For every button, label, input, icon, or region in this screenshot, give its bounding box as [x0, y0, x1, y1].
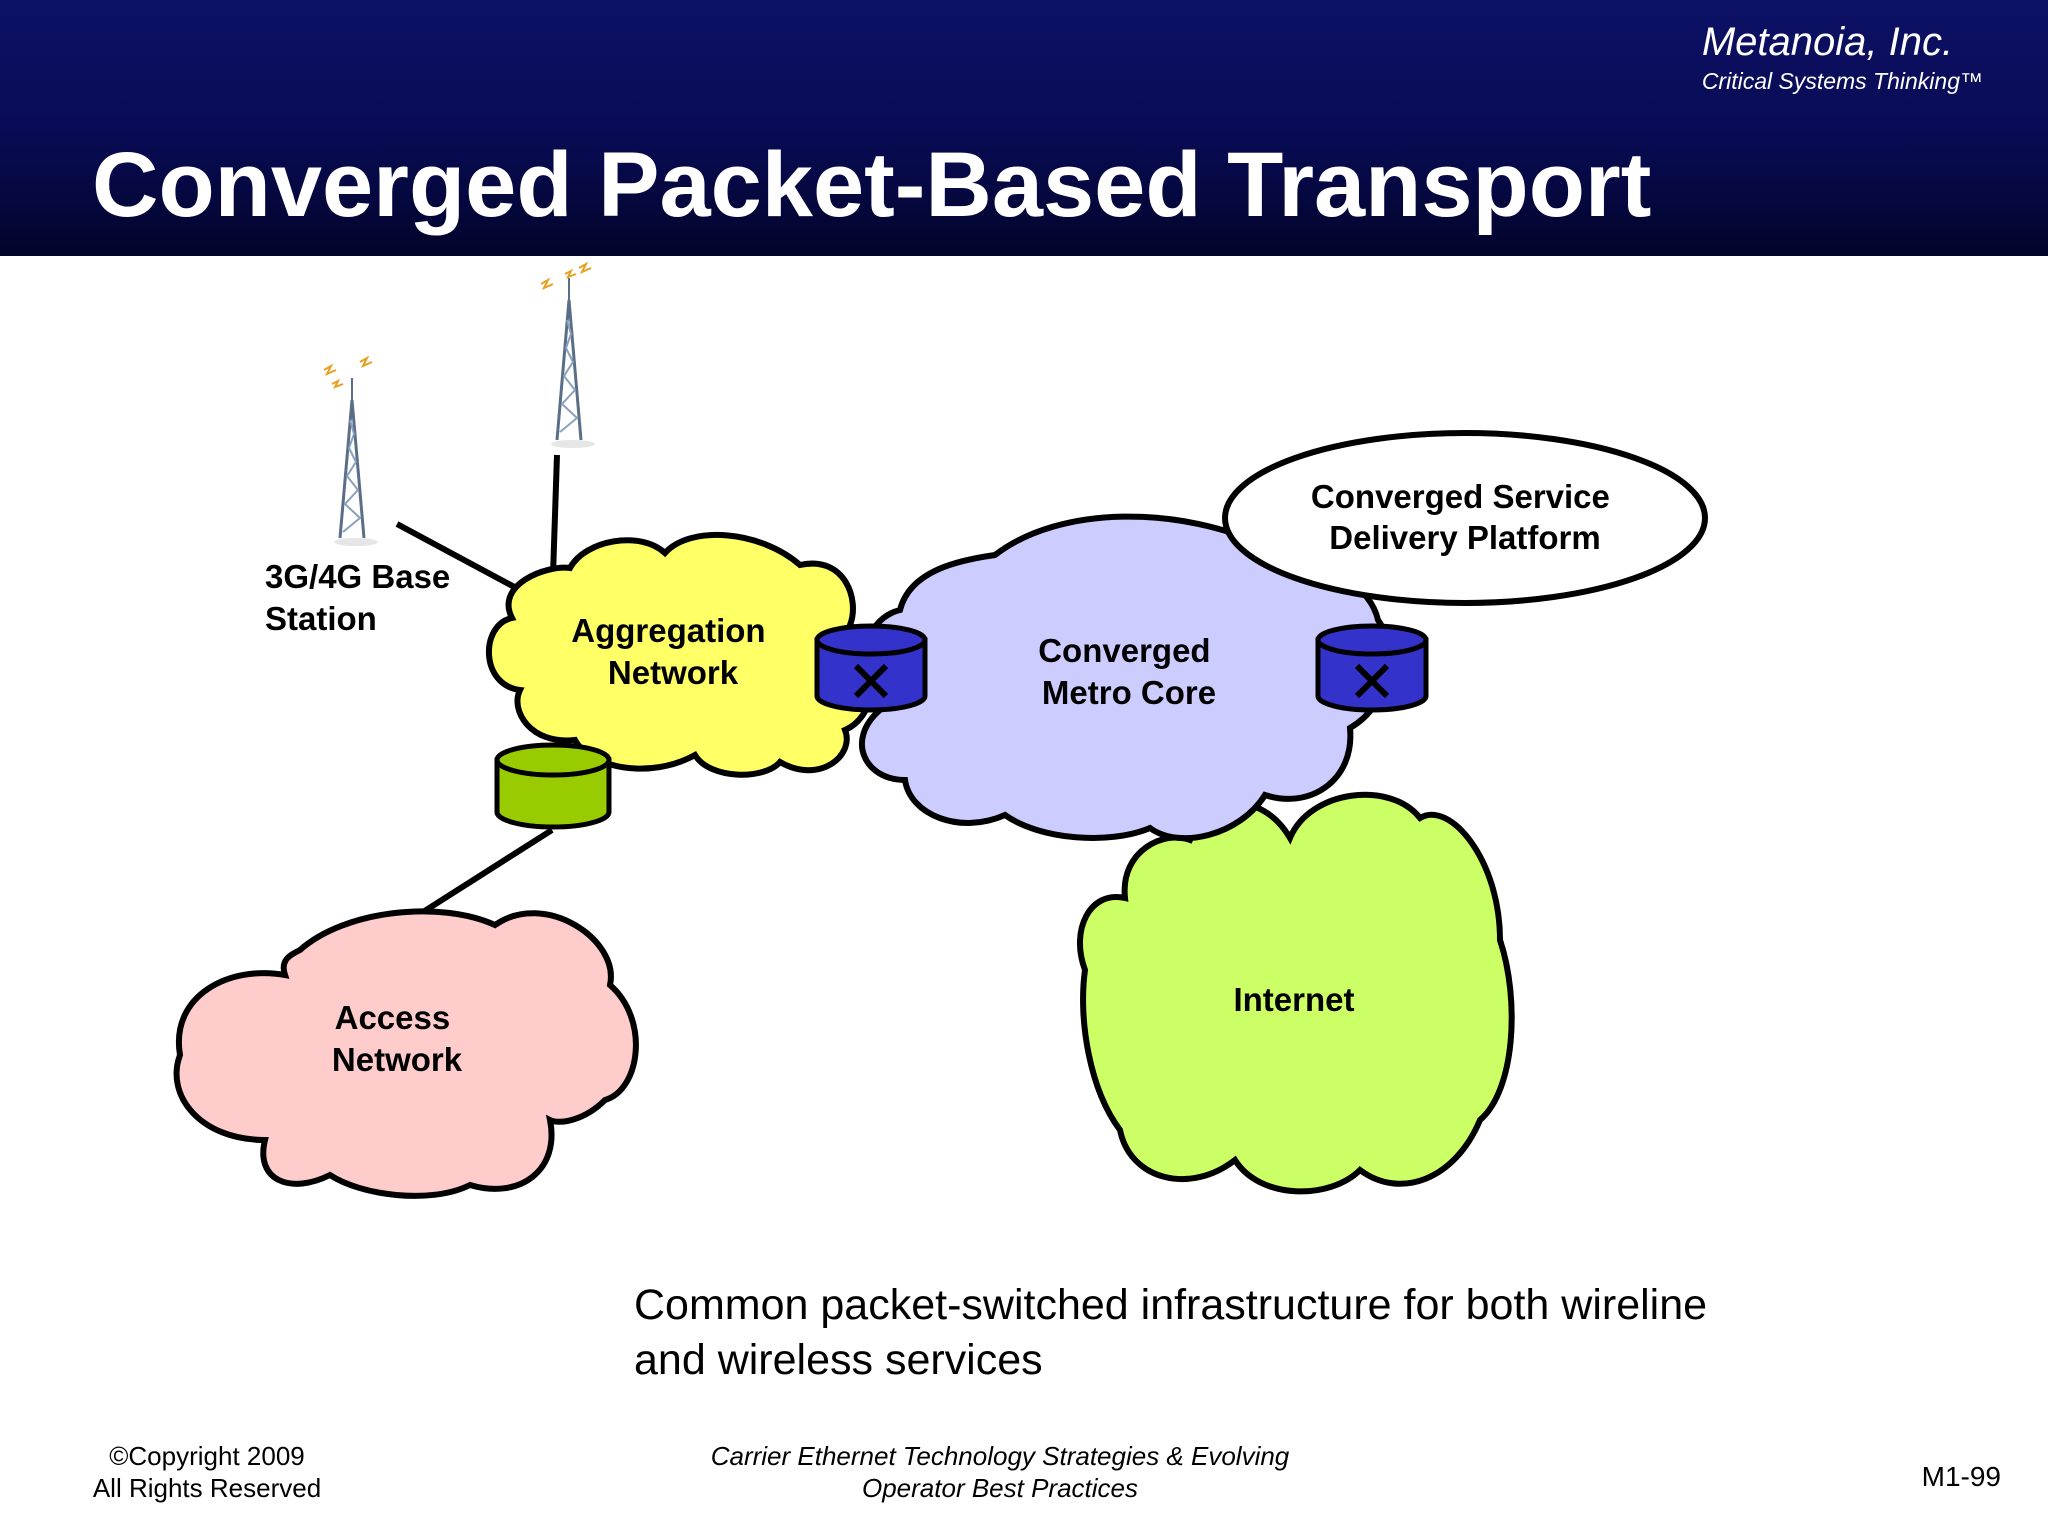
- access-network-cloud: [173, 908, 639, 1199]
- switch-icon: [494, 742, 612, 830]
- company-block: Metanoia, Inc. Critical Systems Thinking…: [1702, 18, 1983, 96]
- course-title-line: Carrier Ethernet Technology Strategies &…: [710, 1441, 1290, 1471]
- router-icon: [1315, 623, 1429, 713]
- caption-line: Common packet-switched infrastructure fo…: [634, 1281, 1708, 1329]
- slide-number: M1-99: [1921, 1461, 2001, 1492]
- metro-core-label: Converged Metro Core: [1038, 632, 1220, 711]
- service-platform-label: Converged Service Delivery Platform: [1311, 478, 1619, 556]
- tower2-link: [550, 454, 560, 576]
- course-title: Carrier Ethernet Technology Strategies &…: [680, 1440, 1320, 1504]
- cell-tower-icon: [540, 261, 595, 448]
- caption: Common packet-switched infrastructure fo…: [634, 1278, 1934, 1388]
- course-title-line: Operator Best Practices: [862, 1473, 1138, 1503]
- aggregation-network-cloud: [486, 532, 877, 778]
- base-station-label: 3G/4G Base Station: [265, 558, 459, 637]
- company-name: Metanoia, Inc.: [1701, 20, 1954, 64]
- company-tagline: Critical Systems Thinking™: [1701, 68, 1983, 94]
- copyright-line: All Rights Reserved: [92, 1473, 322, 1503]
- internet-label: Internet: [1233, 981, 1354, 1018]
- access-link: [421, 827, 554, 915]
- router-icon: [814, 623, 928, 713]
- copyright-line: ©Copyright 2009: [109, 1441, 305, 1471]
- title-bar: Metanoia, Inc. Critical Systems Thinking…: [0, 0, 2048, 256]
- caption-line: and wireless services: [634, 1336, 1043, 1384]
- slide-title: Converged Packet-Based Transport: [92, 134, 1652, 236]
- internet-cloud: [1077, 791, 1515, 1195]
- aggregation-label: Aggregation Network: [571, 612, 775, 691]
- access-label: Access Network: [332, 999, 463, 1078]
- cell-tower-icon: [323, 355, 378, 546]
- service-delivery-platform: [1222, 430, 1708, 606]
- tower1-link: [395, 521, 522, 593]
- copyright: ©Copyright 2009 All Rights Reserved: [92, 1440, 322, 1504]
